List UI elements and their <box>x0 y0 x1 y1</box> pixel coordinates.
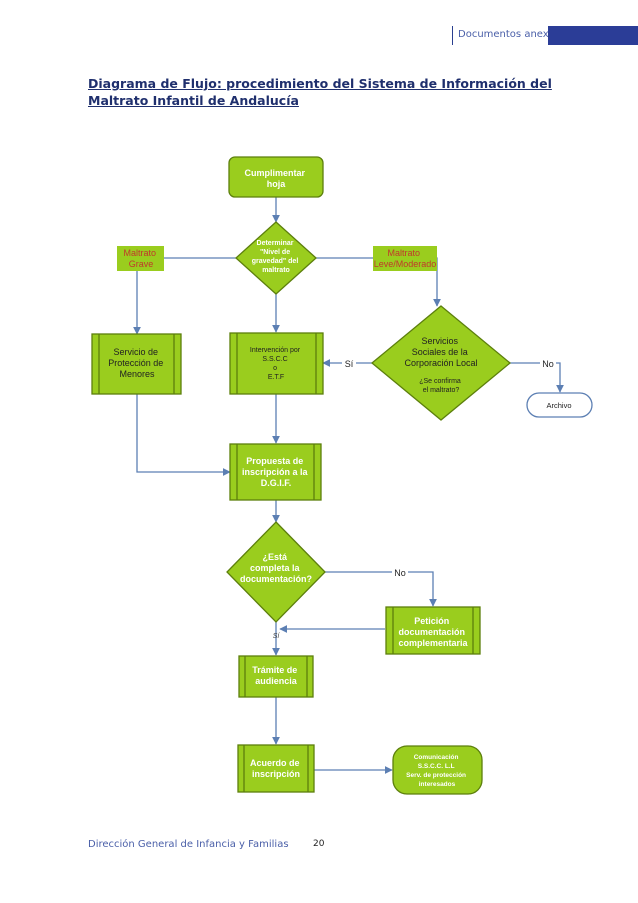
si1-label: Sí <box>345 359 354 369</box>
connector-menores-propuesta <box>136 394 231 476</box>
si1-bg <box>342 358 356 369</box>
interv-line-3: o <box>273 365 277 372</box>
com-line-4: interesados <box>419 781 456 788</box>
pet-line-3: complementaria <box>398 638 468 648</box>
decision-gravedad-label: Determinar "Nivel de gravedad" del maltr… <box>252 240 300 274</box>
pet-line-2: documentación <box>398 627 465 637</box>
acu-line-1: Acuerdo de <box>250 758 300 768</box>
serv-line-1: Servicios <box>421 336 458 346</box>
connector-servicios-archivo <box>510 362 564 393</box>
no1-label: No <box>542 359 554 369</box>
no2-bg <box>392 567 408 578</box>
header-section-label: Documentos anexos <box>458 29 560 40</box>
confirma-line-1: ¿Se confirma <box>419 378 461 385</box>
servicios-label: Servicios Sociales de la Corporación Loc… <box>404 336 477 368</box>
com-line-2: S.S.C.C. L.L <box>418 763 455 770</box>
dec1-line-3: gravedad" del <box>252 258 299 265</box>
prop-line-1: Propuesta de <box>246 456 303 466</box>
start-node-label: Cumplimentar hoja <box>244 168 307 189</box>
serv-line-3: Corporación Local <box>404 358 477 368</box>
header-color-block <box>548 26 638 45</box>
dec1-line-1: Determinar <box>257 240 294 247</box>
grave-label: Maltrato Grave <box>123 248 158 269</box>
tramite-node <box>238 655 314 698</box>
no1-bg <box>540 358 556 369</box>
confirma-line-2: el maltrato? <box>423 387 460 394</box>
propuesta-label: Propuesta de inscripción a la D.G.I.F. <box>242 456 310 488</box>
comunicacion-label: Comunicación S.S.C.C. L.L Serv. de prote… <box>406 754 468 788</box>
intervencion-node <box>229 332 324 395</box>
com-line-1: Comunicación <box>414 754 459 761</box>
peticion-label: Petición documentación complementaria <box>398 616 468 648</box>
decision-documentacion-label: ¿Está completa la documentación? <box>240 552 312 584</box>
decision-gravedad <box>235 221 317 295</box>
intervencion-label: Intervención por S.S.C.C o E.T.F <box>250 347 302 381</box>
dec1-line-4: maltrato <box>262 267 290 274</box>
grave-line-1: Maltrato <box>123 248 156 258</box>
confirma-label: ¿Se confirma el maltrato? <box>419 378 463 394</box>
menores-line-3: Menores <box>119 369 155 379</box>
archivo-label: Archivo <box>546 401 571 410</box>
acuerdo-node <box>237 744 315 793</box>
comunicacion-node <box>392 745 483 795</box>
start-line-1: Cumplimentar <box>244 168 305 178</box>
decision-documentacion <box>226 521 326 623</box>
start-line-2: hoja <box>267 179 286 189</box>
propuesta-node <box>229 443 322 501</box>
footer-page-number: 20 <box>313 839 325 849</box>
serv-line-2: Sociales de la <box>412 347 468 357</box>
prop-line-2: inscripción a la <box>242 467 309 477</box>
menores-label: Servicio de Protección de Menores <box>108 347 166 379</box>
interv-line-2: S.S.C.C <box>262 356 287 363</box>
tramite-label: Trámite de audiencia <box>252 665 300 686</box>
peticion-node <box>385 606 481 655</box>
com-line-3: Serv. de protección <box>406 772 466 779</box>
pet-line-1: Petición <box>414 616 449 626</box>
connector-decision2-peticion <box>325 571 437 607</box>
header-separator <box>452 26 453 45</box>
dec1-line-2: "Nivel de <box>260 249 290 256</box>
leve-line-2: Leve/Moderado <box>374 259 437 269</box>
menores-line-2: Protección de <box>108 358 163 368</box>
footer-organization: Dirección General de Infancia y Familias <box>88 839 289 850</box>
tram-line-2: audiencia <box>255 676 298 686</box>
dec2-line-1: ¿Está <box>262 552 288 562</box>
grave-line-2: Grave <box>129 259 154 269</box>
interv-line-1: Intervención por <box>250 347 301 354</box>
leve-line-1: Maltrato <box>387 248 420 258</box>
start-node <box>228 156 324 198</box>
si2-label: Sí <box>273 633 281 640</box>
acuerdo-label: Acuerdo de inscripción <box>250 758 302 779</box>
leve-label: Maltrato Leve/Moderado <box>374 248 437 269</box>
grave-label-box <box>117 246 164 271</box>
menores-node <box>91 333 182 395</box>
menores-line-1: Servicio de <box>113 347 158 357</box>
decision-servicios <box>370 305 512 421</box>
archivo-node <box>526 392 593 418</box>
interv-line-4: E.T.F <box>268 374 284 381</box>
acu-line-2: inscripción <box>252 769 300 779</box>
leve-label-box <box>373 246 437 271</box>
dec2-line-3: documentación? <box>240 574 312 584</box>
prop-line-3: D.G.I.F. <box>261 478 292 488</box>
no2-label: No <box>394 568 406 578</box>
dec2-line-2: completa la <box>250 563 301 573</box>
tram-line-1: Trámite de <box>252 665 297 675</box>
page-title: Diagrama de Flujo: procedimiento del Sis… <box>88 76 552 108</box>
